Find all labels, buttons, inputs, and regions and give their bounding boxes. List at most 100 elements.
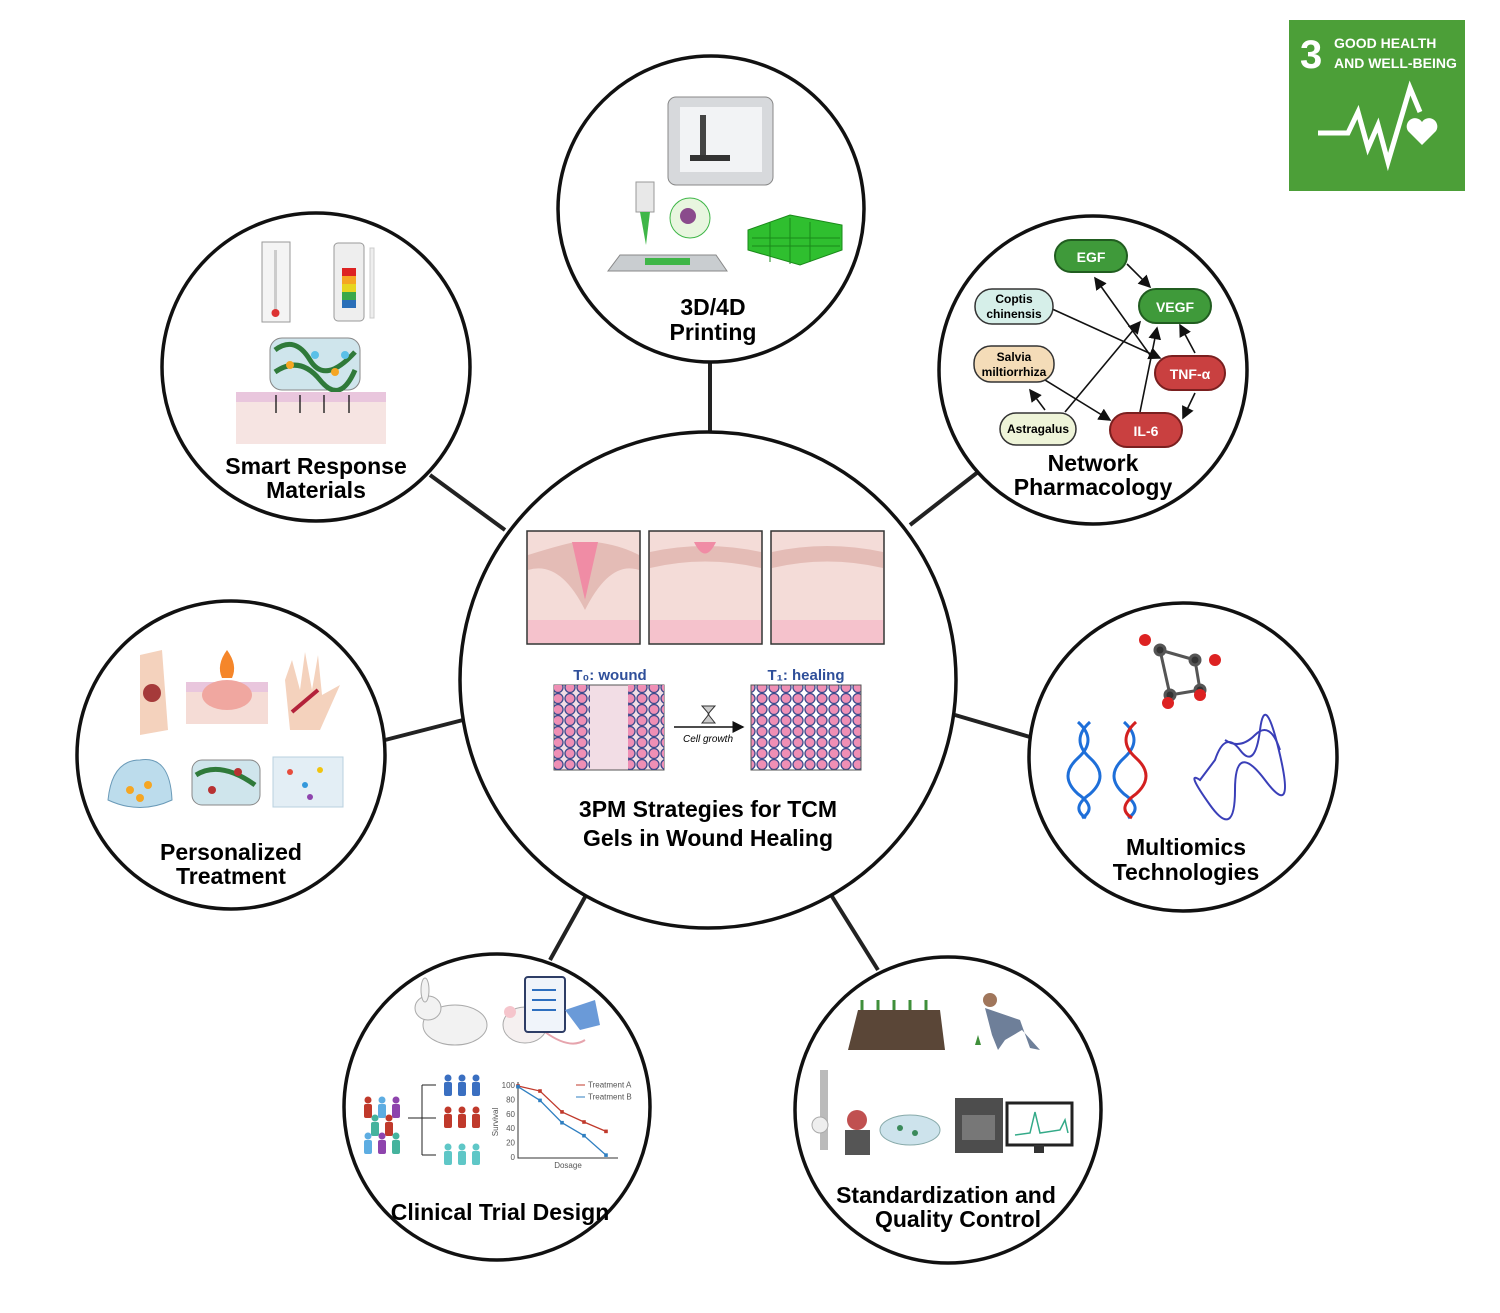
rotary-evaporator-icon — [811, 1070, 870, 1155]
sdg-number: 3 — [1300, 33, 1322, 77]
farmer-icon — [975, 993, 1040, 1050]
data-point — [604, 1129, 608, 1134]
svg-text:VEGF: VEGF — [1156, 299, 1195, 315]
y-tick-label: 0 — [511, 1153, 516, 1162]
person-icon — [444, 1143, 452, 1165]
svg-text:Astragalus: Astragalus — [1007, 422, 1069, 436]
monitor-chart-icon — [1005, 1101, 1074, 1153]
population-icon — [364, 1074, 480, 1165]
clinical-circle — [342, 952, 652, 1262]
rabbit-icon — [414, 977, 488, 1046]
network-edges — [1029, 263, 1196, 421]
standard-title-line1: Standardization and — [836, 1182, 1056, 1208]
protein-icon — [1193, 713, 1286, 821]
hand-cut-icon — [285, 652, 340, 730]
multiomics-circle — [1027, 601, 1339, 913]
person-icon — [444, 1074, 452, 1096]
multiomics-title-line1: Multiomics — [1126, 834, 1246, 860]
sdg-line1: GOOD HEALTH — [1334, 35, 1436, 51]
y-tick-label: 100 — [502, 1081, 516, 1090]
person-icon — [378, 1132, 386, 1154]
printing-circle — [556, 54, 866, 364]
personalized-title-line1: Personalized — [160, 839, 302, 865]
standard-title-line2: Quality Control — [875, 1206, 1041, 1232]
node-coptis: Coptis chinensis — [974, 288, 1054, 325]
svg-text:miltiorrhiza: miltiorrhiza — [982, 365, 1047, 379]
cell-growth-label: Cell growth — [683, 734, 733, 745]
data-point — [516, 1084, 520, 1089]
crop-field-icon — [848, 1000, 945, 1050]
heartbeat-icon — [1318, 80, 1423, 172]
chart-axes — [517, 1082, 618, 1159]
t1-label: T₁: healing — [767, 667, 844, 684]
data-point — [604, 1153, 608, 1157]
node-egf: EGF — [1054, 239, 1128, 273]
skin-panel-healed — [770, 530, 885, 645]
legend-label: Treatment A — [588, 1081, 632, 1090]
center-circle — [458, 430, 958, 930]
network-title-line1: Network — [1048, 450, 1139, 476]
svg-text:chinensis: chinensis — [986, 307, 1042, 321]
thermometer-icon — [261, 241, 291, 323]
data-point — [560, 1120, 564, 1125]
person-icon — [444, 1106, 452, 1128]
node-astragalus: Astragalus — [999, 412, 1077, 446]
gel-block-icon — [191, 759, 261, 806]
data-point — [560, 1110, 564, 1114]
person-icon — [392, 1132, 400, 1154]
dna-icon — [1066, 720, 1148, 820]
leg-wound-icon — [140, 650, 168, 735]
printing-title-line1: 3D/4D — [680, 294, 745, 320]
data-point — [582, 1120, 586, 1124]
healing-cells — [750, 684, 862, 771]
smart-title-line1: Smart Response — [225, 453, 407, 479]
hourglass-icon — [700, 705, 717, 724]
svg-text:Coptis: Coptis — [995, 292, 1033, 306]
x-axis-label: Dosage — [554, 1161, 582, 1170]
clipboard-icon — [524, 976, 600, 1033]
y-tick-label: 60 — [506, 1110, 515, 1119]
node-salvia: Salvia miltiorrhiza — [973, 345, 1055, 383]
person-icon — [364, 1132, 372, 1154]
person-icon — [378, 1096, 386, 1118]
y-tick-label: 40 — [506, 1124, 515, 1133]
hplc-instrument-icon — [955, 1098, 1003, 1153]
wound-cells — [553, 684, 665, 771]
grouping-bracket — [408, 1084, 436, 1156]
person-icon — [458, 1106, 466, 1128]
sdg-line2: AND WELL-BEING — [1334, 55, 1457, 71]
person-icon — [458, 1143, 466, 1165]
hydrogel-icon — [236, 337, 386, 444]
y-tick-label: 20 — [506, 1139, 515, 1148]
network-title-line2: Pharmacology — [1014, 474, 1173, 500]
skin-panel-healing — [648, 530, 763, 645]
skin-panel-wound — [526, 530, 641, 645]
person-icon — [385, 1114, 393, 1136]
svg-text:IL-6: IL-6 — [1134, 423, 1159, 439]
gel-drop-icon — [107, 759, 173, 808]
svg-text:TNF-α: TNF-α — [1170, 366, 1211, 382]
gel-dish-icon — [879, 1114, 941, 1146]
svg-text:EGF: EGF — [1077, 249, 1106, 265]
node-vegf: VEGF — [1138, 288, 1212, 324]
person-icon — [472, 1106, 480, 1128]
person-icon — [392, 1096, 400, 1118]
personalized-title-line2: Treatment — [176, 863, 286, 889]
scaffold-icon — [747, 214, 843, 266]
center-title-line1: 3PM Strategies for TCM — [579, 796, 837, 822]
printing-title-line2: Printing — [670, 319, 757, 345]
legend-label: Treatment B — [588, 1093, 632, 1102]
person-icon — [364, 1096, 372, 1118]
person-icon — [472, 1074, 480, 1096]
person-icon — [458, 1074, 466, 1096]
y-tick-label: 80 — [506, 1095, 515, 1104]
data-point — [538, 1098, 542, 1103]
skin-panels — [526, 530, 885, 645]
ph-strip-icon — [333, 242, 375, 322]
person-icon — [371, 1114, 379, 1136]
node-tnf: TNF-α — [1154, 355, 1226, 391]
y-axis-label: Survival — [491, 1108, 500, 1137]
smart-title-line2: Materials — [266, 477, 366, 503]
